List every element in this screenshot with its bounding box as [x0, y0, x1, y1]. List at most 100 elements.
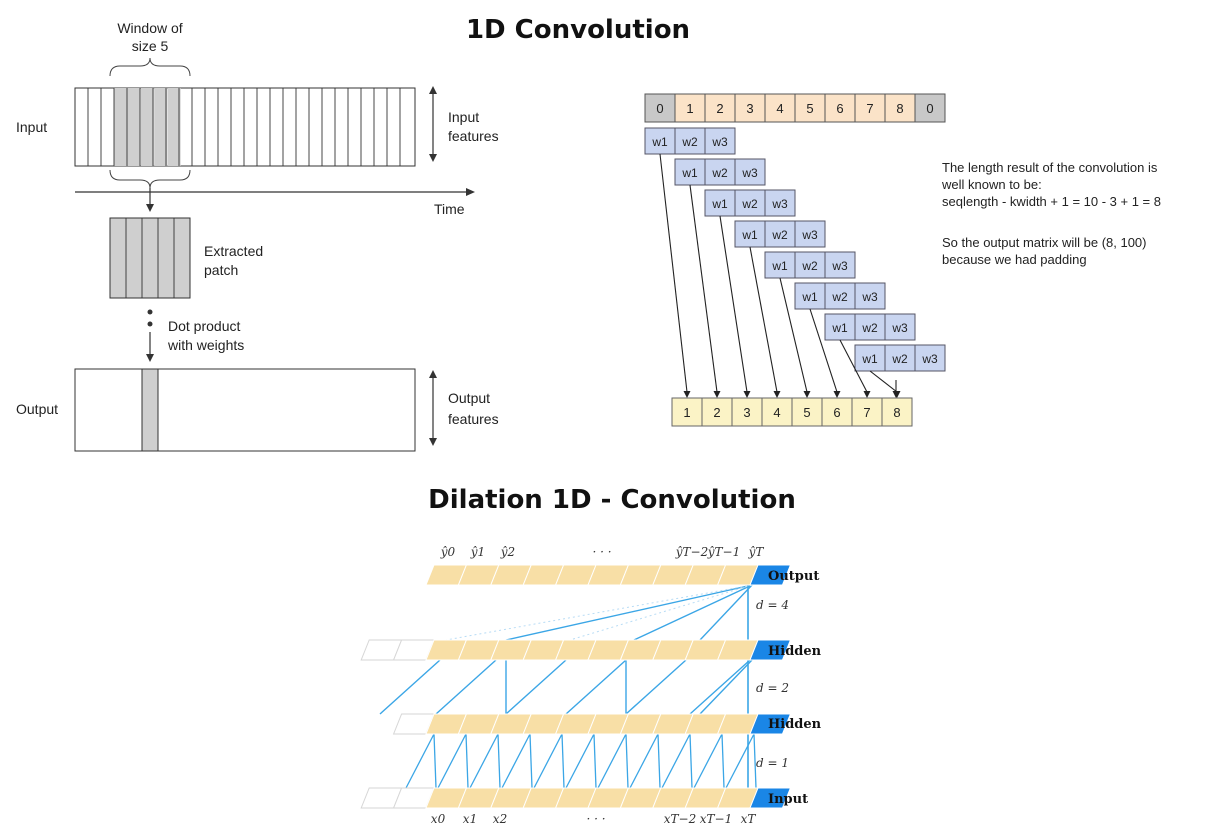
dot [147, 309, 153, 315]
output-index-label: ŷ1 [470, 545, 485, 559]
output-strip [74, 368, 416, 452]
weight-cell [764, 251, 796, 279]
pad-cell [644, 93, 676, 123]
arrowhead [863, 391, 871, 398]
pad-cell [914, 93, 946, 123]
link [699, 659, 753, 715]
dilation-layers [360, 564, 792, 809]
dilation-label: d = 2 [756, 681, 789, 695]
weight-cell [704, 158, 736, 186]
link [437, 733, 467, 789]
input-cell [854, 93, 886, 123]
output-cell-value: 3 [743, 405, 750, 420]
arrowhead [146, 354, 154, 362]
output-cell-value: 1 [683, 405, 690, 420]
link [625, 733, 629, 789]
arrowhead [429, 438, 437, 446]
window-cell [167, 88, 181, 166]
input-cell-value: 8 [896, 101, 903, 116]
arrowhead [429, 86, 437, 94]
note-line: seqlength - kwidth + 1 = 10 - 3 + 1 = 8 [942, 194, 1161, 209]
weight-cell [704, 189, 736, 217]
input-cell-value: 4 [776, 101, 783, 116]
dilation-label: d = 4 [756, 598, 789, 612]
window-cell [114, 88, 127, 166]
arrowhead [466, 188, 475, 196]
note-line: well known to be: [941, 177, 1042, 192]
weight-label: w3 [801, 228, 818, 242]
weight-label: w2 [891, 352, 908, 366]
output-index-label: · · · [592, 545, 611, 559]
output-cell [731, 397, 763, 427]
arrowhead [892, 391, 900, 398]
input-cell-value: 0 [926, 101, 933, 116]
weight-cell [764, 189, 796, 217]
extracted-line1: Extracted [204, 243, 263, 259]
output-arrow [749, 246, 778, 393]
weight-cell [764, 220, 796, 248]
input-cell-value: 3 [746, 101, 753, 116]
input-cell [764, 93, 796, 123]
output-arrow [689, 184, 718, 393]
window-cell [154, 88, 168, 166]
input-cell-value: 1 [686, 101, 693, 116]
arrowhead [743, 391, 751, 398]
link [657, 733, 661, 789]
link [561, 733, 565, 789]
output-cell [141, 368, 159, 452]
last-cell [749, 713, 792, 735]
link [661, 733, 691, 789]
link [465, 733, 469, 789]
input-cell [824, 93, 856, 123]
input-index-label: x2 [493, 812, 507, 826]
arrowhead [429, 370, 437, 378]
weight-cell [824, 313, 856, 341]
input-cell-value: 7 [866, 101, 873, 116]
output-arrows [659, 153, 901, 398]
patch-frame [109, 217, 191, 299]
link [529, 733, 533, 789]
output-arrow [839, 339, 868, 393]
weight-label: w2 [861, 321, 878, 335]
window-cell [140, 88, 154, 166]
input-features-line2: features [448, 128, 499, 144]
last-cell [749, 787, 792, 809]
output-index-label: ŷ0 [440, 545, 456, 559]
weight-label: w3 [861, 290, 878, 304]
input-cell-value: 5 [806, 101, 813, 116]
arrowhead [833, 391, 841, 398]
link [565, 659, 627, 715]
link [689, 733, 693, 789]
weight-label: w3 [711, 135, 728, 149]
link [625, 659, 687, 715]
extracted-line2: patch [204, 262, 238, 278]
input-label: Input [16, 119, 47, 135]
input-index-label: xT−2 [664, 812, 696, 826]
note-line: because we had padding [942, 252, 1087, 267]
link [565, 733, 595, 789]
weight-label: w1 [651, 135, 668, 149]
output-cell [851, 397, 883, 427]
input-cell [884, 93, 916, 123]
output-cell [881, 397, 913, 427]
dot-line2: with weights [167, 337, 244, 353]
input-cell [734, 93, 766, 123]
title-dilation: Dilation 1D - Convolution [428, 485, 796, 515]
link [721, 733, 725, 789]
left-conv-diagram: Window of size 5 Input Input features Ti… [16, 20, 499, 452]
output-arrow [869, 370, 898, 393]
weight-cell [824, 251, 856, 279]
link [405, 733, 435, 789]
link [433, 733, 437, 789]
output-arrow [659, 153, 688, 393]
input-features-line1: Input [448, 109, 479, 125]
weight-cell [734, 158, 766, 186]
arrowhead [146, 204, 154, 212]
arrowhead [803, 391, 811, 398]
weight-label: w1 [831, 321, 848, 335]
output-index-label: ŷ2 [500, 545, 515, 559]
weight-label: w2 [801, 259, 818, 273]
note-line: So the output matrix will be (8, 100) [942, 235, 1147, 250]
